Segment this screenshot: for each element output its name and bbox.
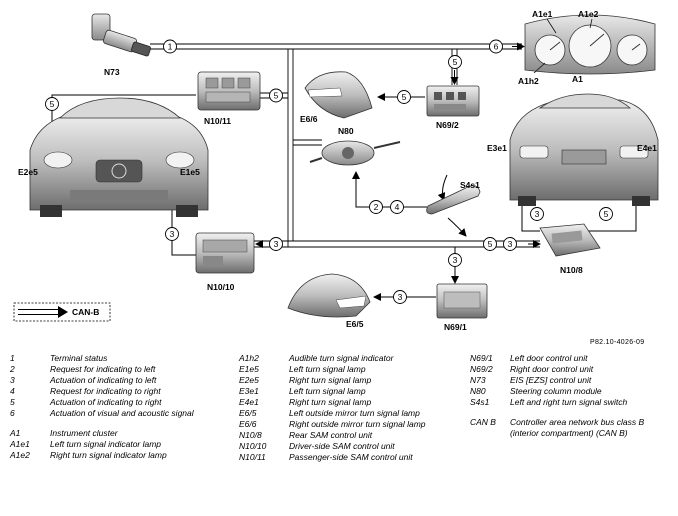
marker-circle: 5 [599, 207, 613, 221]
marker-circle: 6 [489, 39, 503, 54]
figure-reference: P82.10-4026-09 [590, 339, 645, 346]
n10-11-control-unit-icon [197, 71, 261, 111]
svg-text:5: 5 [453, 57, 458, 67]
rear-car-icon [509, 93, 659, 206]
marker-circle: 4 [390, 200, 404, 214]
svg-text:5: 5 [50, 99, 55, 109]
n73-eis-key-icon [91, 13, 151, 57]
can-b-legend-box [13, 302, 111, 322]
svg-text:2: 2 [374, 202, 379, 212]
marker-circle: 3 [165, 227, 179, 241]
marker-circle: 3 [448, 253, 462, 267]
svg-text:3: 3 [274, 239, 279, 249]
signal-number-markers: 1 6 5 5 5 5 3 3 2 4 5 3 3 3 3 5 [45, 39, 613, 304]
label-a1e2: A1e2 [578, 9, 599, 19]
marker-circle: 3 [530, 207, 544, 221]
label-n10-10: N10/10 [207, 282, 235, 292]
label-e2e5: E2e5 [18, 167, 38, 177]
svg-text:5: 5 [402, 92, 407, 102]
marker-circle: 5 [483, 237, 497, 251]
marker-circle: 5 [448, 55, 462, 69]
marker-circle: 5 [397, 90, 411, 104]
e6-6-right-mirror-icon [304, 71, 373, 119]
svg-text:4: 4 [395, 202, 400, 212]
front-car-icon [29, 97, 209, 217]
label-e6-5: E6/5 [346, 319, 364, 329]
n10-10-control-unit-icon [195, 232, 255, 274]
svg-text:3: 3 [535, 209, 540, 219]
label-n10-11: N10/11 [204, 116, 231, 126]
label-a1e1: A1e1 [532, 9, 553, 19]
s4s1-turn-signal-switch-icon [426, 185, 481, 215]
label-e6-6: E6/6 [300, 114, 318, 124]
svg-text:5: 5 [488, 239, 493, 249]
instrument-cluster-pointer-lines [533, 18, 593, 74]
marker-circle: 3 [393, 290, 407, 304]
label-n69-1: N69/1 [444, 322, 467, 332]
n80-steering-column-module-icon [309, 140, 401, 166]
marker-circle: 2 [369, 200, 383, 214]
can-b-bus-lines [150, 43, 540, 248]
marker-circle: 3 [503, 237, 517, 251]
a1-instrument-cluster-icon [524, 14, 656, 75]
svg-text:5: 5 [604, 209, 609, 219]
n69-1-door-control-unit-icon [436, 283, 488, 319]
label-a1h2: A1h2 [518, 76, 539, 86]
svg-text:5: 5 [274, 91, 279, 101]
marker-circle: 5 [269, 88, 283, 103]
label-e4e1: E4e1 [637, 143, 657, 153]
svg-text:3: 3 [508, 239, 513, 249]
label-e1e5: E1e5 [180, 167, 200, 177]
can-b-turn-signal-diagram: 1 6 5 5 5 5 3 3 2 4 5 3 3 3 3 5 N73 N10/… [13, 9, 659, 332]
svg-text:3: 3 [398, 292, 403, 302]
n69-2-door-control-unit-icon [426, 85, 480, 117]
label-n80: N80 [338, 126, 354, 136]
label-n69-2: N69/2 [436, 120, 459, 130]
marker-circle: 5 [45, 97, 59, 111]
svg-text:6: 6 [494, 42, 499, 52]
svg-text:3: 3 [170, 229, 175, 239]
label-a1: A1 [572, 74, 583, 84]
label-n73: N73 [104, 67, 120, 77]
component-labels: N73 N10/11 E6/6 N69/2 A1e1 A1e2 A1h2 A1 … [18, 9, 657, 332]
marker-circle: 3 [269, 237, 283, 251]
label-can-b: CAN-B [72, 307, 99, 317]
e6-5-left-mirror-icon [287, 273, 371, 318]
svg-text:3: 3 [453, 255, 458, 265]
label-n10-8: N10/8 [560, 265, 583, 275]
label-e3e1: E3e1 [487, 143, 507, 153]
n10-8-control-unit-icon [539, 223, 601, 257]
label-s4s1: S4s1 [460, 180, 480, 190]
svg-text:1: 1 [168, 42, 173, 52]
marker-circle: 1 [163, 39, 177, 54]
